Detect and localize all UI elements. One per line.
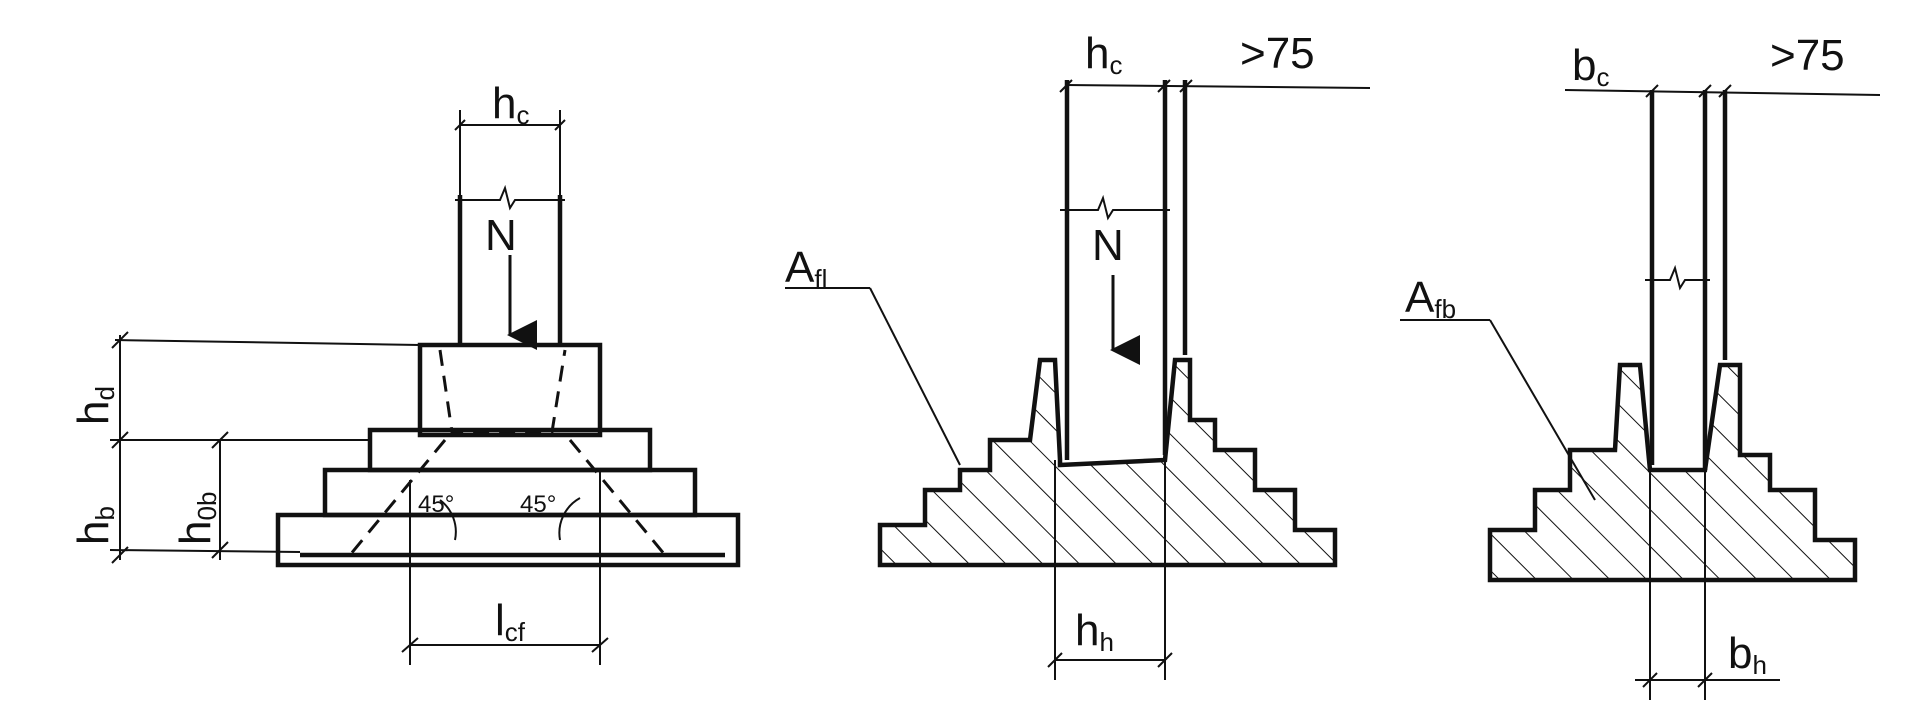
column-outline-left [457,195,563,345]
bh-ticks [1642,672,1713,688]
label-N-left: N [485,211,517,260]
label-hc-middle: hc [1085,29,1122,80]
figure-left-stepped-footing: hc N hd hb h0b 45° 45° lcf [69,79,741,665]
figure-middle-flange-section: hc >75 N Afl hh [785,29,1371,680]
leader-line-Afl [869,287,961,466]
step-middle [322,467,698,518]
label-Afb: Afb [1405,273,1456,324]
label-Afl: Afl [785,243,827,294]
label-bc: bc [1572,41,1609,92]
column-outline-middle [1064,80,1188,460]
column-break-line-middle [1060,194,1170,221]
hh-ticks [1047,652,1173,668]
hc-dim-line-middle [1064,84,1371,89]
socket-block [417,342,603,438]
flange-hatched-section [877,357,1338,568]
column-break-line-left [455,184,565,211]
angle-arc-left [439,499,457,541]
step-base [275,512,741,568]
label-hc-left: hc [492,79,529,130]
label-lcf: lcf [495,596,526,647]
bc-dim-ticks [1645,84,1732,98]
label-gt75-right: >75 [1770,31,1845,80]
angle-arc-right [558,497,581,541]
socket-dashed-outline [438,349,567,434]
hc-dim-ticks-middle [1059,79,1193,93]
label-hb: hb [69,506,120,545]
label-angle-left: 45° [418,491,454,518]
h0b-ticks [211,431,229,559]
figure-right-flange-section: bc >75 Afb bh [1400,31,1881,700]
label-hd: hd [69,386,120,425]
hb-bottom-ext [109,549,301,553]
label-gt75-middle: >75 [1240,29,1315,78]
label-hh: hh [1075,606,1114,657]
leader-line-Afb [1489,319,1596,501]
label-bh: bh [1728,629,1767,680]
flange-hatched-section-right [1487,362,1858,583]
label-h0b: h0b [171,492,222,545]
hd-top-ext [114,339,421,346]
label-angle-right: 45° [520,491,556,518]
label-N-middle: N [1092,221,1124,270]
column-break-line-right [1645,264,1710,291]
